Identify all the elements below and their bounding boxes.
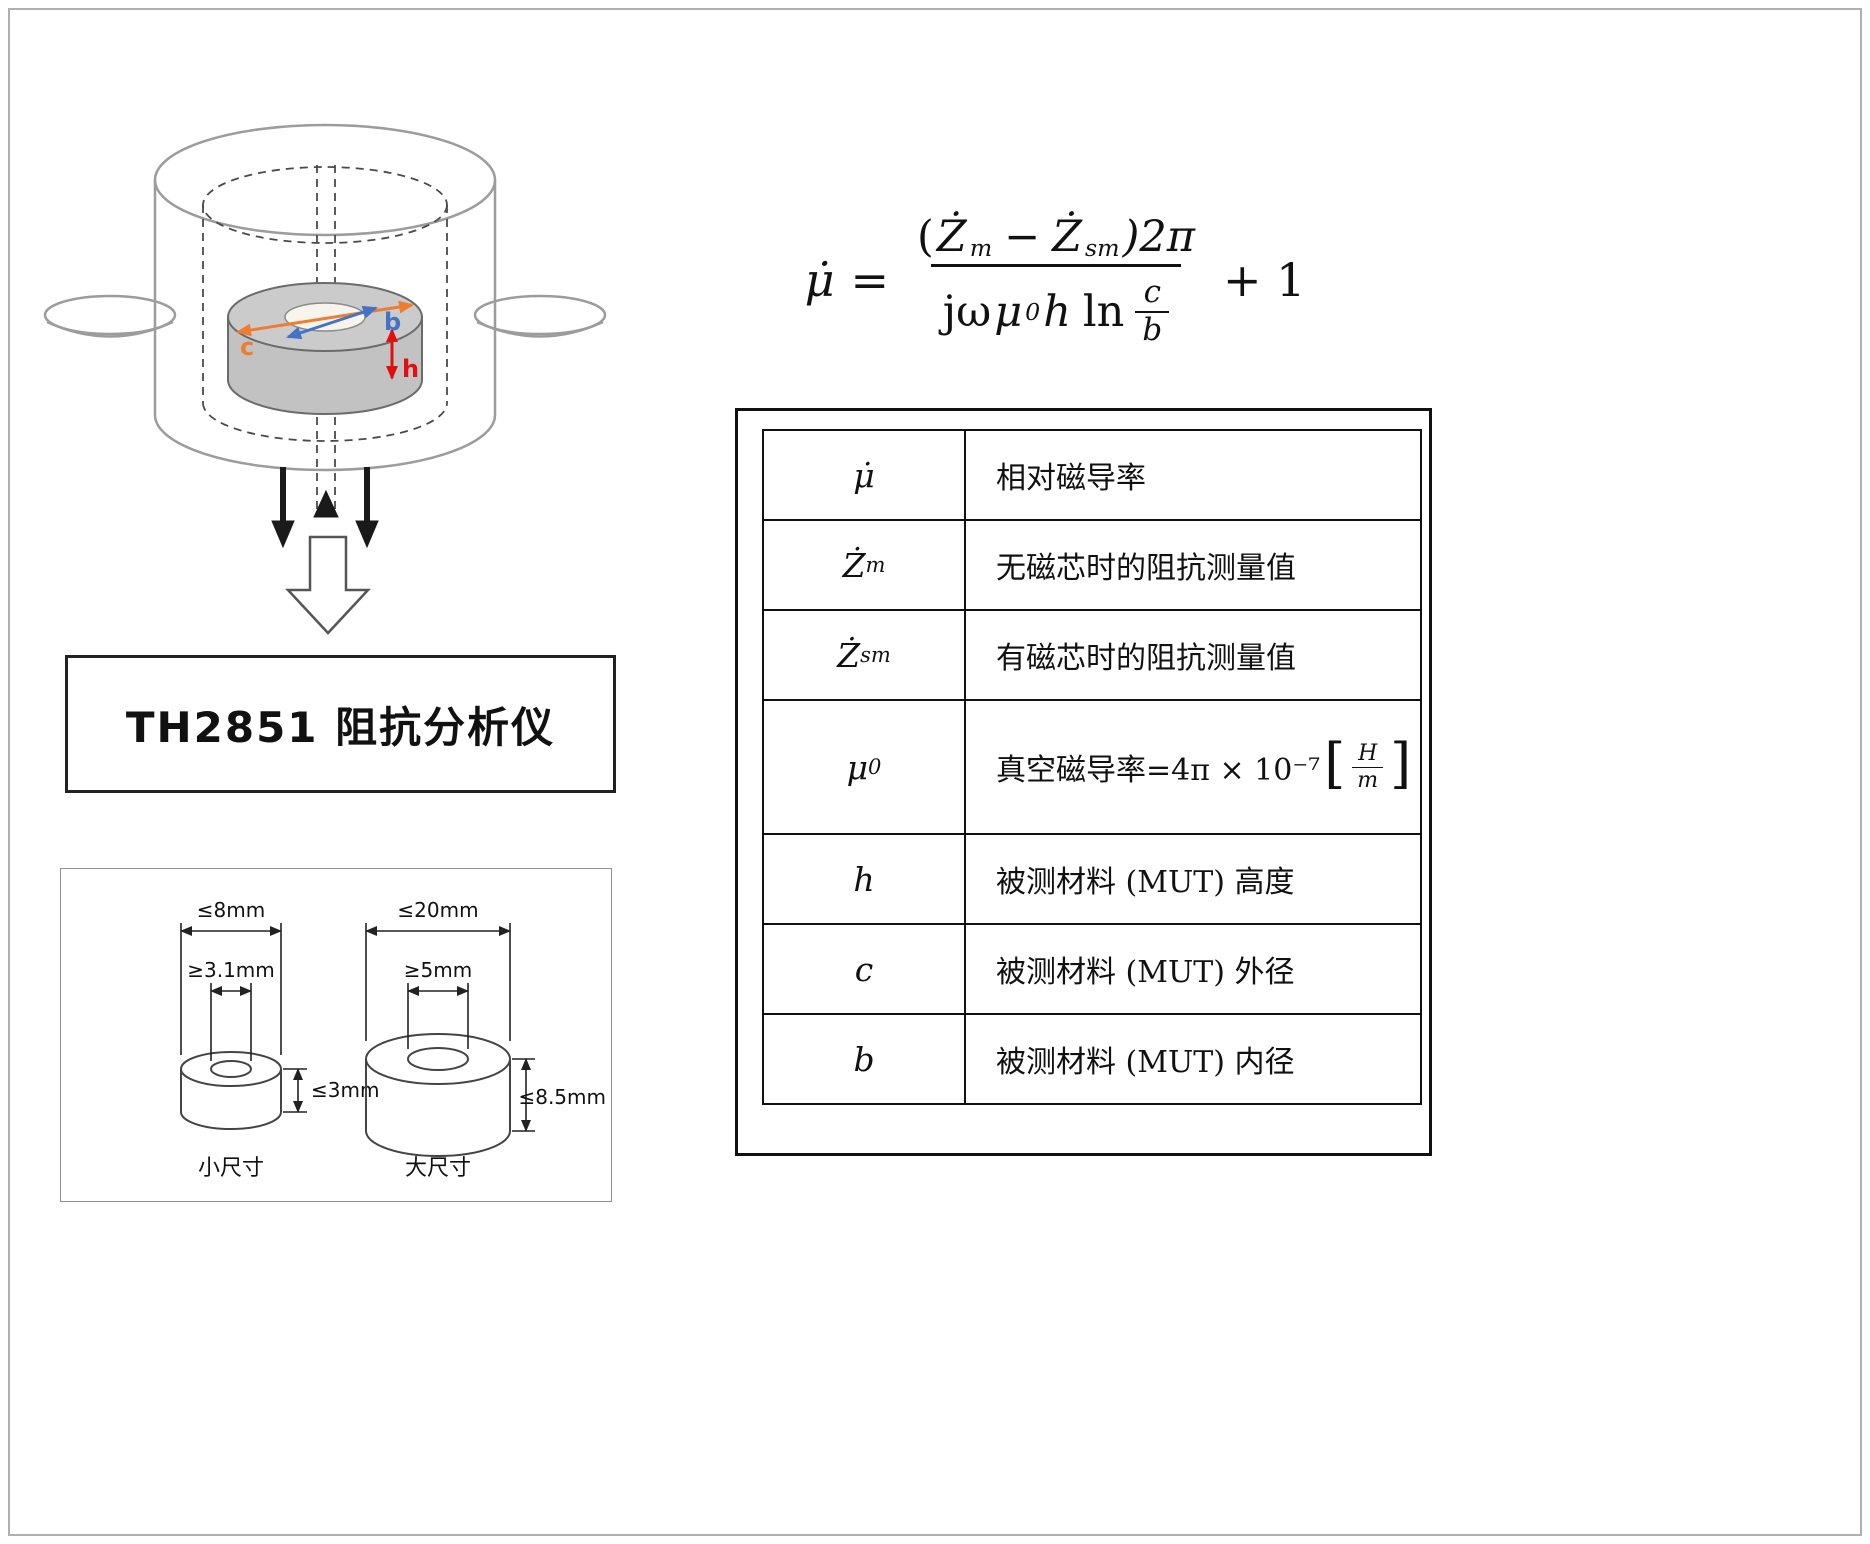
plus-one: + 1: [1223, 253, 1306, 307]
label-c: c: [240, 333, 254, 361]
large-outer-dim: ≤20mm: [397, 898, 478, 922]
table-row: h 被测材料 (MUT) 高度: [764, 835, 1420, 925]
description-cell: 被测材料 (MUT) 外径: [966, 925, 1420, 1013]
symbol-cell: b: [764, 1015, 966, 1103]
table-row: b 被测材料 (MUT) 内径: [764, 1015, 1420, 1103]
small-caption: 小尺寸: [198, 1156, 264, 1181]
symbol: h: [853, 859, 875, 899]
label-b: b: [384, 308, 401, 336]
analyzer-label: TH2851 阻抗分析仪: [125, 702, 556, 752]
symbol-cell: c: [764, 925, 966, 1013]
j-omega: jω: [942, 286, 992, 337]
mu0-subscript: 0: [1025, 297, 1041, 326]
hm-fraction: H m: [1352, 741, 1384, 793]
formula-mu: μ̇: [804, 253, 835, 307]
outer-cup: [43, 123, 607, 472]
description: 相对磁导率: [996, 461, 1146, 496]
down-arrow: [285, 535, 371, 635]
table-row: c 被测材料 (MUT) 外径: [764, 925, 1420, 1015]
symbol-sub: 0: [868, 755, 882, 779]
description: 被测材料 (MUT) 内径: [996, 1045, 1295, 1080]
description: 被测材料 (MUT) 高度: [996, 865, 1295, 900]
description-cell: 真空磁导率=4π × 10⁻⁷ [ H m ]: [996, 732, 1412, 795]
symbol: b: [853, 1039, 875, 1079]
symbol: c: [854, 949, 874, 989]
mu0-symbol: μ: [994, 286, 1023, 337]
ln-operator: ln: [1082, 286, 1125, 337]
terminal-arrows: [271, 467, 379, 549]
paren-open: (: [917, 211, 934, 262]
symbol-sub: sm: [860, 643, 891, 667]
size-limits-box: ≤8mm ≥3.1mm ≤3mm 小尺寸 ≤20mm: [60, 868, 612, 1202]
small-height-dim: ≤3mm: [311, 1078, 379, 1102]
z-sm-symbol: Ż: [1052, 211, 1083, 262]
description: 有磁芯时的阻抗测量值: [996, 641, 1296, 676]
fixture-diagram: c b h: [43, 123, 607, 635]
small-toroid: [180, 1051, 282, 1130]
size-limits-diagram: ≤8mm ≥3.1mm ≤3mm 小尺寸 ≤20mm: [180, 898, 606, 1181]
description: 真空磁导率=4π × 10⁻⁷: [996, 753, 1321, 788]
description-cell: 有磁芯时的阻抗测量值: [966, 611, 1420, 699]
large-height-dim: ≤8.5mm: [518, 1085, 606, 1109]
description-cell: 被测材料 (MUT) 内径: [966, 1015, 1420, 1103]
paren-close-2pi: )2π: [1122, 211, 1195, 262]
z-m-subscript: m: [969, 233, 993, 262]
h-symbol: h: [1043, 286, 1071, 337]
cb-fraction: c b: [1135, 273, 1170, 349]
core-dimension-arrows: c b h: [236, 300, 419, 383]
b-symbol: b: [1135, 310, 1170, 349]
large-caption: 大尺寸: [405, 1156, 471, 1181]
description: 被测材料 (MUT) 外径: [996, 955, 1295, 990]
description-cell: 被测材料 (MUT) 高度: [966, 835, 1420, 923]
analyzer-box: TH2851 阻抗分析仪: [65, 655, 616, 793]
description-cell: 相对磁导率: [966, 431, 1420, 519]
small-toroid-dims: [180, 923, 307, 1113]
table-row: μ̇ 相对磁导率: [764, 431, 1420, 521]
z-m-symbol: Ż: [936, 211, 967, 262]
symbol-cell: μ̇: [764, 431, 966, 519]
symbol-sub: m: [865, 553, 886, 577]
large-inner-dim: ≥5mm: [404, 958, 472, 982]
label-h: h: [402, 355, 419, 383]
large-toroid: [365, 1033, 511, 1157]
large-toroid-dims: [365, 923, 535, 1132]
symbol: Ż: [842, 545, 866, 585]
symbol-cell: h: [764, 835, 966, 923]
z-sm-subscript: sm: [1085, 233, 1120, 262]
small-inner-dim: ≥3.1mm: [187, 958, 275, 982]
h-unit: H: [1358, 741, 1378, 767]
small-outer-dim: ≤8mm: [197, 898, 265, 922]
minus-sign: −: [1004, 211, 1041, 262]
m-unit: m: [1352, 766, 1384, 793]
equals-sign: =: [850, 253, 890, 307]
description: 无磁芯时的阻抗测量值: [996, 551, 1296, 586]
description-cell: 无磁芯时的阻抗测量值: [966, 521, 1420, 609]
symbol: Ż: [837, 635, 861, 675]
symbol: μ: [846, 747, 869, 787]
c-symbol: c: [1143, 273, 1161, 310]
symbol: μ̇: [853, 455, 875, 495]
